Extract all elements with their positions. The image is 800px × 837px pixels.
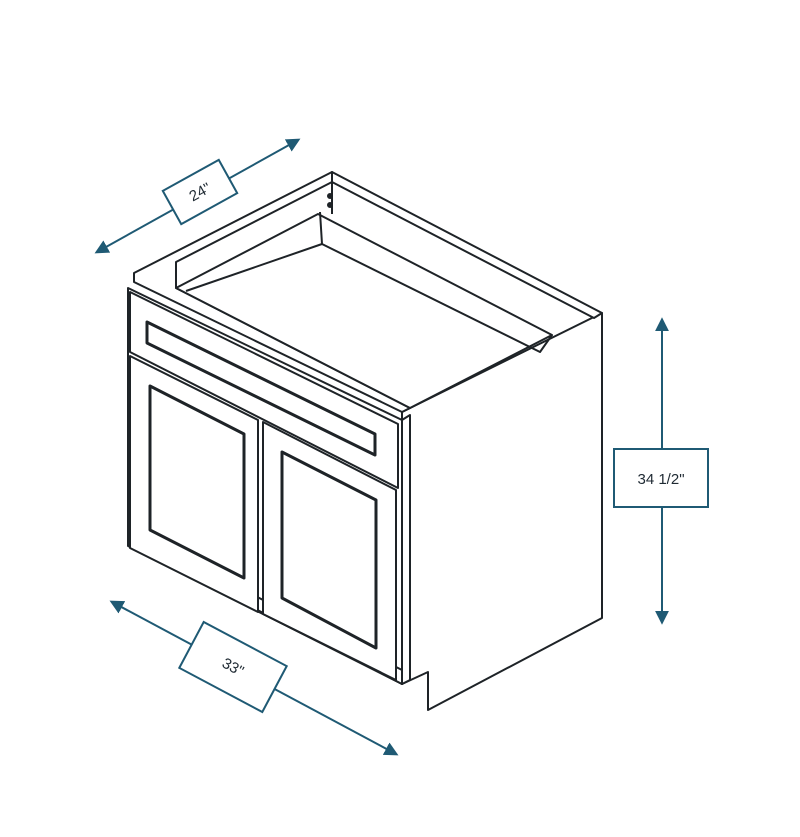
height-label: 34 1/2" — [637, 471, 684, 488]
shelf-clip — [327, 202, 333, 208]
width-dimension: 33" — [109, 600, 399, 756]
left-door-panel — [148, 384, 246, 580]
shelf-clip — [327, 193, 333, 199]
height-dimension: 34 1/2" — [613, 317, 709, 625]
cabinet-top-inner-rim — [319, 211, 553, 353]
depth-label-box — [161, 158, 239, 226]
cabinet-face-frame-edge — [401, 414, 411, 685]
height-label-box — [613, 448, 709, 508]
depth-dimension: 24" — [94, 138, 301, 254]
width-label-box — [177, 620, 289, 714]
drawer-panel — [145, 320, 377, 457]
